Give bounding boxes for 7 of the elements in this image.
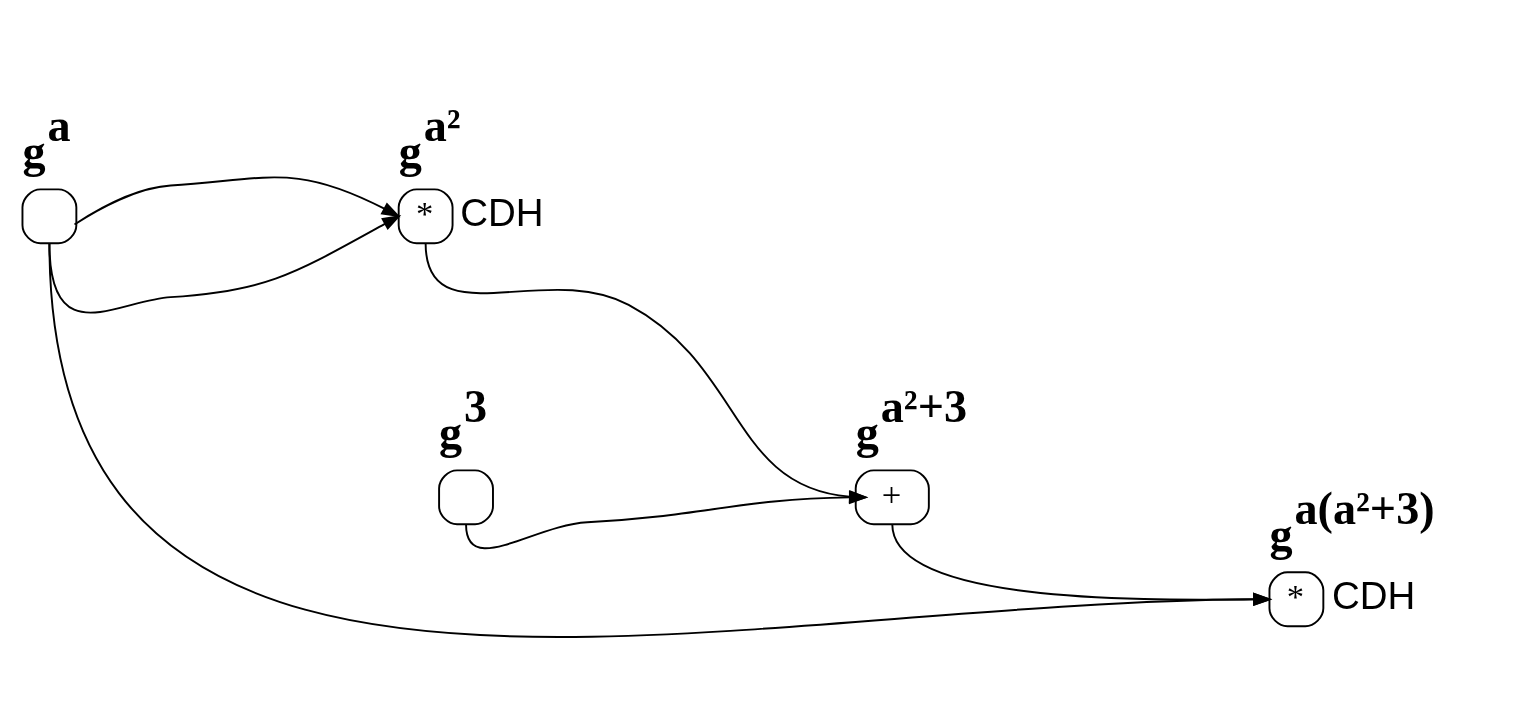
arrow — [73, 176, 401, 226]
node-label: CDH — [460, 190, 544, 234]
node-box: + — [854, 469, 930, 526]
arrow — [48, 242, 1273, 638]
node-label: CDH — [1332, 573, 1416, 617]
arrow — [891, 523, 1273, 607]
arrow — [48, 214, 402, 314]
